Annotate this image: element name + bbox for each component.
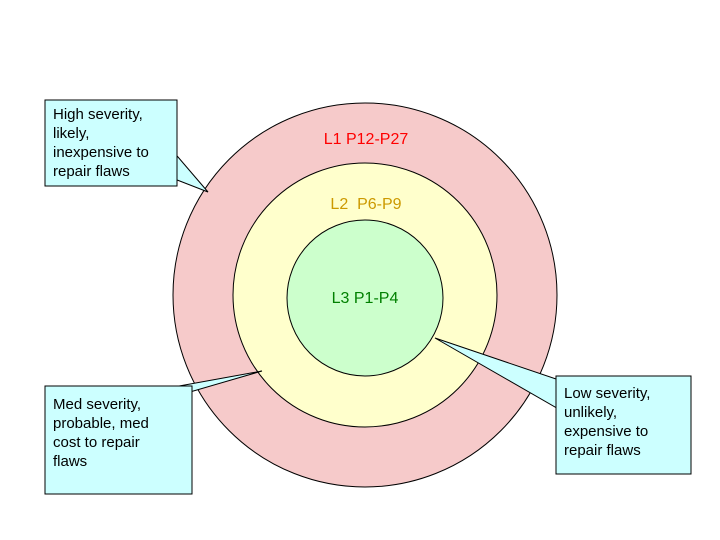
ring-l3-label: L3 P1-P4 bbox=[331, 290, 399, 307]
ring-l1-label: L1 P12-P27 bbox=[323, 131, 409, 148]
callout-med-box bbox=[44, 385, 193, 495]
callout-low-text: Low severity, unlikely, expensive to rep… bbox=[564, 385, 651, 459]
callout-high-box bbox=[44, 99, 178, 187]
callout-med-text: Med severity, probable, med cost to repa… bbox=[53, 396, 149, 470]
callout-low-box bbox=[555, 375, 692, 475]
callout-high-text: High severity, likely, inexpensive to re… bbox=[53, 106, 149, 180]
ring-l2-label: L2 P6-P9 bbox=[330, 196, 402, 213]
ring-l3-circle bbox=[286, 219, 444, 377]
